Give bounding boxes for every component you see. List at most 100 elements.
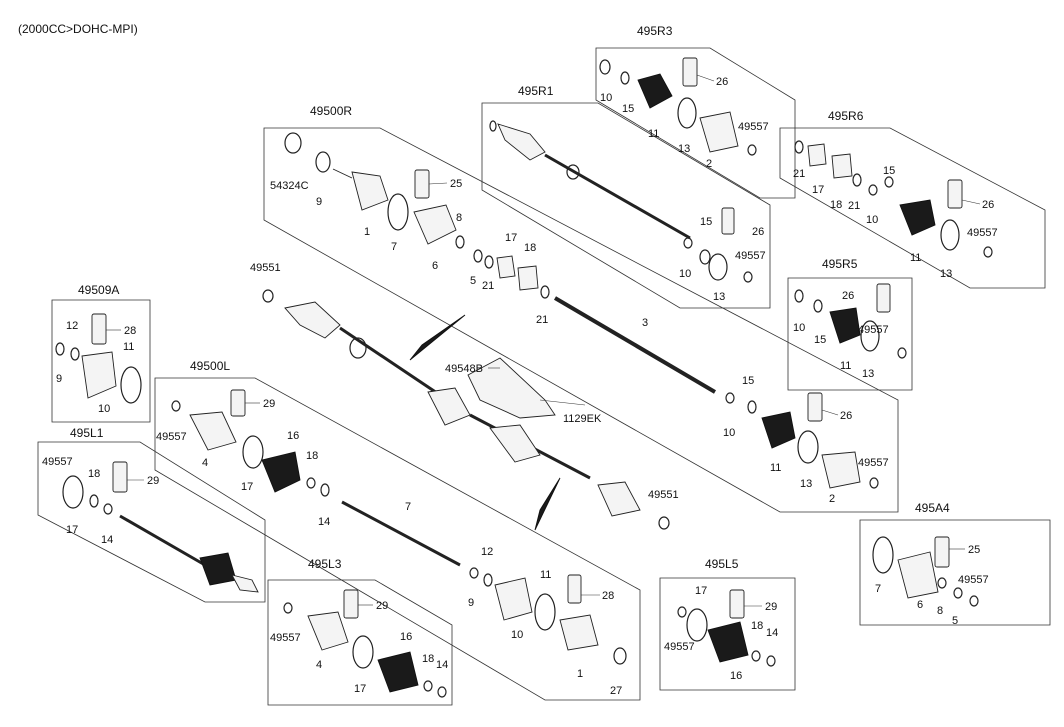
parts-49509A xyxy=(55,313,142,404)
label-l5-17: 17 xyxy=(695,585,707,597)
label-a-12: 12 xyxy=(66,320,78,332)
label-l-1: 1 xyxy=(577,668,583,680)
frame-495R5 xyxy=(787,277,913,391)
label-l-17: 17 xyxy=(241,481,253,493)
label-l-29: 29 xyxy=(263,398,275,410)
label-r5-10: 10 xyxy=(793,322,805,334)
parts-49500L xyxy=(171,389,627,665)
parts-495R1 xyxy=(489,120,753,283)
group-title-49500R: 49500R xyxy=(310,104,352,118)
group-title-495L5: 495L5 xyxy=(705,557,739,571)
label-a-10: 10 xyxy=(98,403,110,415)
frame-495A4 xyxy=(859,519,1051,626)
label-l-7: 7 xyxy=(405,501,411,513)
label-r-54324C: 54324C xyxy=(270,180,309,192)
parts-495L5 xyxy=(677,589,776,667)
label-r-17: 17 xyxy=(505,232,517,244)
label-r3-13: 13 xyxy=(678,143,690,155)
parts-495R6 xyxy=(794,140,993,258)
label-a4-6: 6 xyxy=(917,599,923,611)
label-c-49551b: 49551 xyxy=(648,489,679,501)
label-r-49557: 49557 xyxy=(858,457,889,469)
group-title-495L3: 495L3 xyxy=(308,557,342,571)
label-r-21a: 21 xyxy=(482,280,494,292)
label-l3-16: 16 xyxy=(400,631,412,643)
label-l-14: 14 xyxy=(318,516,330,528)
engine-note: (2000CC>DOHC-MPI) xyxy=(18,22,138,36)
label-r3-49557: 49557 xyxy=(738,121,769,133)
label-a4-7: 7 xyxy=(875,583,881,595)
parts-495L1 xyxy=(62,461,259,593)
label-l3-29: 29 xyxy=(376,600,388,612)
label-r6-18: 18 xyxy=(830,199,842,211)
label-c-1129EK: 1129EK xyxy=(563,413,602,425)
label-r-13: 13 xyxy=(800,478,812,490)
frame-495L5 xyxy=(659,577,796,691)
label-l-16: 16 xyxy=(287,430,299,442)
label-r-7: 7 xyxy=(391,241,397,253)
parts-495L3 xyxy=(283,589,447,698)
label-r-3: 3 xyxy=(642,317,648,329)
label-c-49551a: 49551 xyxy=(250,262,281,274)
group-title-495R1: 495R1 xyxy=(518,84,554,98)
group-title-49509A: 49509A xyxy=(78,283,119,297)
parts-49500R xyxy=(284,132,879,489)
label-l1-17: 17 xyxy=(66,524,78,536)
label-r-25: 25 xyxy=(450,178,462,190)
label-l5-49557: 49557 xyxy=(664,641,695,653)
label-r-18: 18 xyxy=(524,242,536,254)
label-l-9: 9 xyxy=(468,597,474,609)
frame-495L3 xyxy=(267,579,453,706)
label-r3-2: 2 xyxy=(706,158,712,170)
label-a4-8: 8 xyxy=(937,605,943,617)
label-r6-21a: 21 xyxy=(793,168,805,180)
label-l5-14: 14 xyxy=(766,627,778,639)
frame-49500R xyxy=(263,127,899,513)
label-l1-29: 29 xyxy=(147,475,159,487)
label-r6-11: 11 xyxy=(910,252,921,264)
label-r5-26: 26 xyxy=(842,290,854,302)
label-r-2: 2 xyxy=(829,493,835,505)
label-l-11: 11 xyxy=(540,569,551,581)
group-title-49500L: 49500L xyxy=(190,359,230,373)
label-l5-29: 29 xyxy=(765,601,777,613)
parts-495A4 xyxy=(872,536,979,607)
parts-495R5 xyxy=(794,283,907,359)
label-l-12: 12 xyxy=(481,546,493,558)
label-l1-49557: 49557 xyxy=(42,456,73,468)
label-r5-49557: 49557 xyxy=(858,324,889,336)
label-r6-21b: 21 xyxy=(848,200,860,212)
label-c-49548B: 49548B xyxy=(445,363,483,375)
label-l3-17: 17 xyxy=(354,683,366,695)
frame-495L1 xyxy=(37,441,266,603)
label-r6-15: 15 xyxy=(883,165,895,177)
label-a4-5: 5 xyxy=(952,615,958,627)
label-r-21b: 21 xyxy=(536,314,548,326)
label-r1-49557: 49557 xyxy=(735,250,766,262)
label-r-15: 15 xyxy=(742,375,754,387)
label-r5-13: 13 xyxy=(862,368,874,380)
label-a-9: 9 xyxy=(56,373,62,385)
label-l5-16: 16 xyxy=(730,670,742,682)
label-l-10: 10 xyxy=(511,629,523,641)
group-title-495R5: 495R5 xyxy=(822,257,858,271)
group-title-495R6: 495R6 xyxy=(828,109,864,123)
label-r3-11: 11 xyxy=(648,128,659,140)
label-r-6: 6 xyxy=(432,260,438,272)
label-r-1: 1 xyxy=(364,226,370,238)
frame-495R1 xyxy=(481,102,771,309)
frame-49509A xyxy=(51,299,151,423)
label-r1-10: 10 xyxy=(679,268,691,280)
label-r-11: 11 xyxy=(770,462,781,474)
label-r6-10: 10 xyxy=(866,214,878,226)
label-r-9: 9 xyxy=(316,196,322,208)
label-r6-49557: 49557 xyxy=(967,227,998,239)
group-title-495A4: 495A4 xyxy=(915,501,950,515)
label-r3-15: 15 xyxy=(622,103,634,115)
label-a4-49557: 49557 xyxy=(958,574,989,586)
label-l-4: 4 xyxy=(202,457,208,469)
label-l3-4: 4 xyxy=(316,659,322,671)
label-r6-17: 17 xyxy=(812,184,824,196)
group-title-495R3: 495R3 xyxy=(637,24,673,38)
label-r6-26: 26 xyxy=(982,199,994,211)
